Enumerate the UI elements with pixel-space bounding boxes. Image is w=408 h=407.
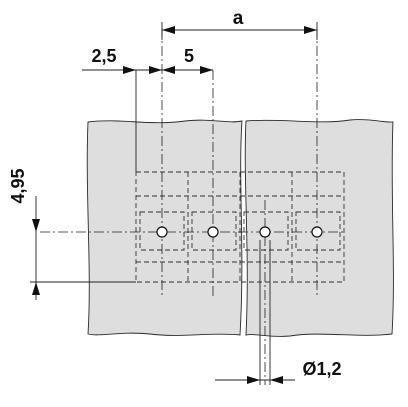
dimension-pitch: 5 xyxy=(162,46,213,74)
holes xyxy=(156,226,323,238)
hole-4 xyxy=(311,226,323,238)
dimension-offset-label: 2,5 xyxy=(91,46,116,66)
dimension-row-offset: 4,95 xyxy=(8,168,40,300)
dimension-offset: 2,5 xyxy=(82,46,162,74)
hole-3 xyxy=(259,226,271,238)
dimension-hole-diameter-label: Ø1,2 xyxy=(302,359,341,379)
dimension-row-offset-label: 4,95 xyxy=(8,168,28,203)
hole-1 xyxy=(156,226,168,238)
hole-2 xyxy=(207,226,219,238)
dimension-a: a xyxy=(162,8,317,34)
center-lines xyxy=(40,28,345,385)
dimension-hole-diameter: Ø1,2 xyxy=(215,359,342,384)
dimension-pitch-label: 5 xyxy=(184,46,194,66)
extension-lines xyxy=(30,22,318,385)
dimension-a-label: a xyxy=(233,8,244,29)
